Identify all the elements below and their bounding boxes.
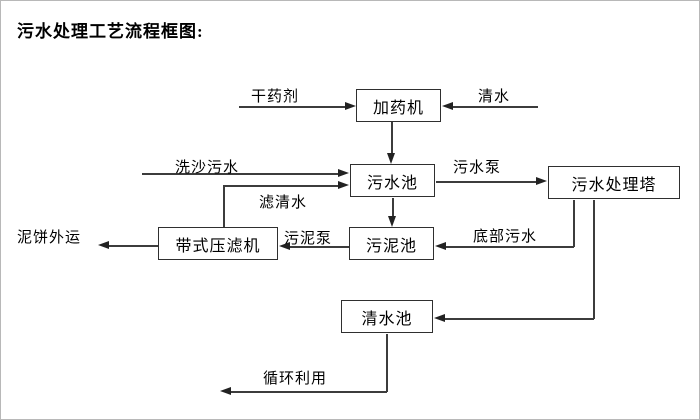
arrowhead-left-icon	[220, 387, 231, 395]
edge-label-recycle: 循环利用	[263, 371, 328, 387]
node-sewage-pool: 污水池	[350, 164, 435, 197]
node-clean-water-pool-label: 清水池	[361, 310, 413, 328]
arrowhead-left-icon	[98, 241, 109, 249]
edge-sewage-pump-line	[436, 181, 537, 183]
edge-filtered-water-vline	[223, 185, 225, 227]
arrowhead-left-icon	[435, 242, 446, 250]
edge-recycle-hline	[231, 391, 387, 393]
node-treatment-tower-label: 污水处理塔	[571, 176, 657, 194]
edge-bottom-sewage-hline	[446, 246, 574, 248]
node-sewage-pool-label: 污水池	[366, 174, 418, 192]
edge-mud-cake-line	[109, 245, 158, 247]
arrowhead-right-icon	[338, 169, 349, 177]
node-sludge-pool-label: 污泥池	[365, 237, 417, 255]
arrowhead-left-icon	[442, 102, 453, 110]
edge-bottom-sewage-vline	[573, 200, 575, 247]
edge-dry-agent-line	[239, 106, 346, 108]
edge-label-mud-cake-out: 泥饼外运	[17, 230, 82, 246]
edge-sludge-pump-line	[290, 246, 349, 248]
arrowhead-down-icon	[387, 153, 395, 164]
edge-tower-to-clean-vline	[593, 200, 595, 319]
edge-tower-to-clean-hline	[445, 318, 594, 320]
edge-label-bottom-sewage: 底部污水	[473, 229, 538, 245]
edge-dosing-to-sewage-line	[391, 122, 393, 154]
arrowhead-down-icon	[388, 216, 396, 227]
edge-filtered-water-hline	[223, 185, 339, 187]
node-dosing-machine: 加药机	[356, 89, 441, 122]
node-treatment-tower: 污水处理塔	[548, 166, 680, 199]
arrowhead-left-icon	[279, 242, 290, 250]
node-belt-filter-press: 带式压滤机	[158, 227, 278, 260]
arrowhead-right-icon	[536, 177, 547, 185]
edge-label-sand-washing: 洗沙污水	[175, 160, 240, 176]
edge-label-clean-water: 清水	[478, 89, 511, 105]
edge-sewage-to-sludge-line	[392, 198, 394, 217]
node-dosing-machine-label: 加药机	[372, 99, 424, 117]
edge-label-filtered-water: 滤清水	[259, 195, 308, 211]
arrowhead-left-icon	[434, 314, 445, 322]
edge-sand-washing-line	[142, 173, 339, 175]
node-sludge-pool: 污泥池	[349, 227, 434, 260]
page-title: 污水处理工艺流程框图:	[17, 22, 204, 41]
edge-label-sludge-pump: 污泥泵	[284, 231, 333, 247]
edge-recycle-vline	[386, 334, 388, 392]
node-belt-filter-press-label: 带式压滤机	[175, 237, 261, 255]
arrowhead-right-icon	[338, 181, 349, 189]
edge-label-sewage-pump: 污水泵	[453, 160, 502, 176]
node-clean-water-pool: 清水池	[341, 300, 433, 333]
edge-label-dry-agent: 干药剂	[251, 89, 300, 105]
arrowhead-right-icon	[345, 102, 356, 110]
edge-clean-water-line	[453, 106, 538, 108]
